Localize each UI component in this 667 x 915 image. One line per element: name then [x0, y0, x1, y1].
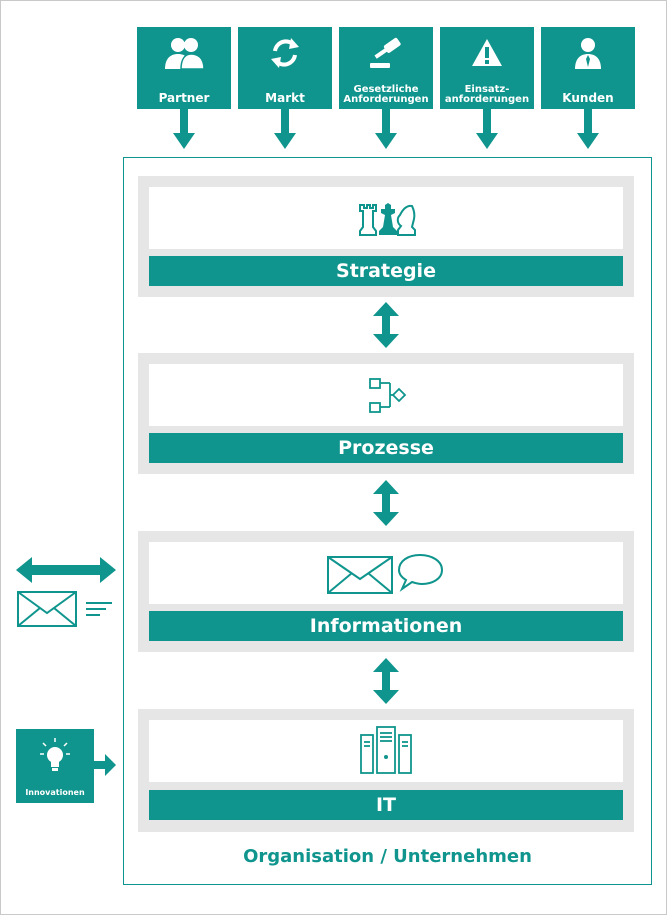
- layer-label: Strategie: [149, 256, 623, 286]
- organisation-frame: [123, 157, 652, 885]
- layer-strategie: Strategie: [138, 176, 634, 297]
- customer-icon: [541, 35, 635, 71]
- layer-informationen: Informationen: [138, 531, 634, 652]
- partners-icon: [137, 35, 231, 71]
- bidirectional-arrow: [373, 480, 399, 526]
- input-label: Gesetzliche Anforderungen: [343, 84, 429, 105]
- input-partner: Partner: [137, 27, 231, 109]
- layer-icon-area: [149, 187, 623, 249]
- layer-prozesse: Prozesse: [138, 353, 634, 474]
- layer-icon-area: [149, 364, 623, 426]
- down-arrow: [577, 109, 599, 149]
- process-flow-icon: [369, 378, 407, 413]
- bidirectional-arrow: [373, 302, 399, 348]
- lightbulb-icon: [40, 738, 70, 771]
- right-arrow: [94, 754, 116, 776]
- down-arrow: [375, 109, 397, 149]
- input-label: Einsatz-anforderungen: [444, 84, 530, 105]
- warning-icon: [440, 35, 534, 71]
- layer-label: Prozesse: [149, 433, 623, 463]
- bidirectional-arrow: [373, 658, 399, 704]
- server-icon: [360, 726, 412, 774]
- input-label: Partner: [158, 91, 210, 105]
- innovation-label: Innovationen: [25, 788, 85, 797]
- input-markt: Markt: [238, 27, 332, 109]
- chess-pieces-icon: [359, 203, 416, 236]
- down-arrow: [476, 109, 498, 149]
- input-einsatzanforderungen: Einsatz-anforderungen: [440, 27, 534, 109]
- organisation-label: Organisation / Unternehmen: [243, 846, 532, 867]
- innovation-box: Innovationen: [16, 729, 94, 803]
- exchange-arrow-icon: [16, 557, 116, 583]
- layer-icon-area: [149, 720, 623, 782]
- down-arrow: [173, 109, 195, 149]
- layer-label: Informationen: [149, 611, 623, 641]
- input-label: Markt: [265, 91, 305, 105]
- refresh-cycle-icon: [238, 35, 332, 71]
- input-kunden: Kunden: [541, 27, 635, 109]
- layer-label: IT: [149, 790, 623, 820]
- layer-icon-area: [149, 542, 623, 604]
- envelope-text-icon: [17, 591, 112, 627]
- mail-chat-icon: [327, 553, 444, 594]
- gavel-icon: [339, 35, 433, 71]
- down-arrow: [274, 109, 296, 149]
- input-gesetzliche-anforderungen: Gesetzliche Anforderungen: [339, 27, 433, 109]
- layer-it: IT: [138, 709, 634, 832]
- input-label: Kunden: [562, 91, 614, 105]
